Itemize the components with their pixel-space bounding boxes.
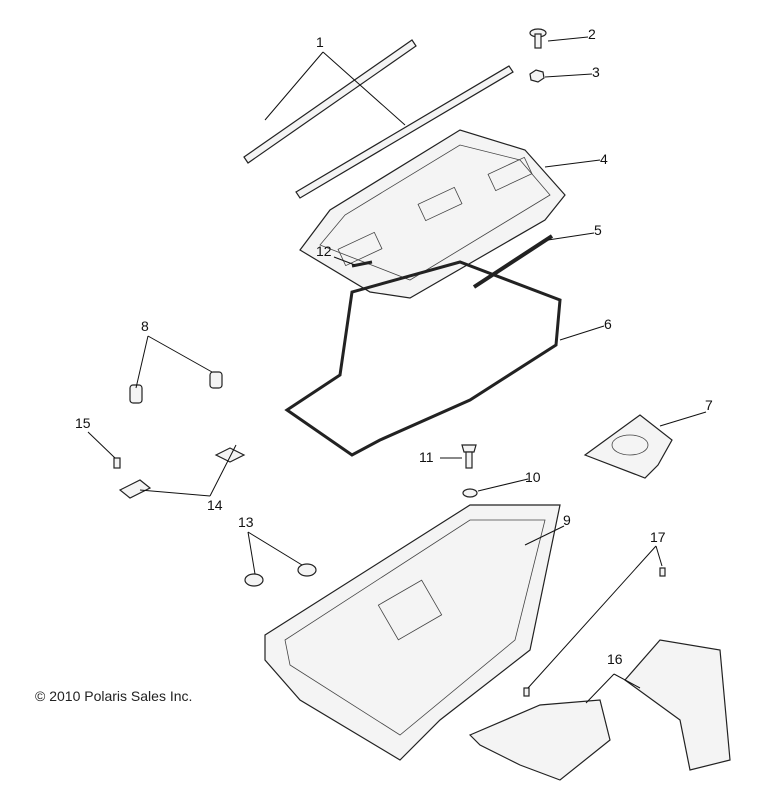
callout-1: 1 [316,34,324,50]
part-4-tray-cover [299,129,566,299]
part-3-nut [529,69,545,83]
callout-11: 11 [419,449,434,465]
callout-9: 9 [563,512,571,528]
part-17-fastener [659,567,666,577]
callout-3: 3 [592,64,600,80]
part-1-seal-strips [243,39,514,199]
part-12-pin [351,260,373,268]
part-13-plug [244,573,264,587]
part-14-clips [118,447,246,499]
leader-lines [87,36,707,704]
callout-15: 15 [75,415,91,431]
part-15-screw [113,457,121,469]
part-5-rod [472,234,554,289]
callout-10: 10 [525,469,541,485]
callout-16: 16 [607,651,623,667]
part-8-latches [129,371,223,404]
callout-17: 17 [650,529,666,545]
copyright-notice: © 2010 Polaris Sales Inc. [35,688,193,704]
callout-7: 7 [705,397,713,413]
callout-6: 6 [604,316,612,332]
part-11-bolt [461,444,477,469]
callout-4: 4 [600,151,608,167]
part-6-gasket [284,260,562,457]
callout-13: 13 [238,514,254,530]
callout-12: 12 [316,243,332,259]
part-13-plug [297,563,317,577]
callout-8: 8 [141,318,149,334]
callout-5: 5 [594,222,602,238]
part-17-fastener [523,687,530,697]
part-2-screw [529,28,547,49]
callout-2: 2 [588,26,596,42]
part-10-washer [462,488,478,498]
part-16-heat-shields [468,639,731,781]
part-9-storage-pan [264,504,561,761]
part-7-plate [583,414,673,479]
callout-14: 14 [207,497,223,513]
